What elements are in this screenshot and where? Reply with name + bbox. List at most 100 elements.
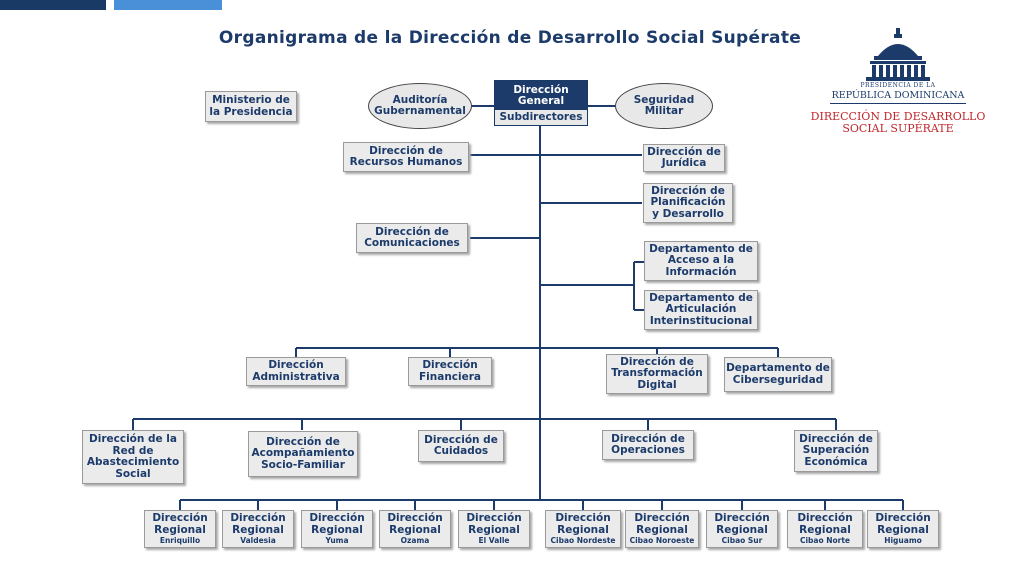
box-line: Dirección de la [89,433,177,445]
box-line: Dirección de [375,225,449,238]
regional-name: Cibao Nordeste [550,536,616,545]
regional-label-line: Regional [311,523,363,536]
box-line: Dirección de [266,435,340,448]
regional-label-line: Dirección [230,512,286,524]
subdirectores-label: Subdirectores [495,110,587,125]
regional-label-line: Regional [232,523,284,536]
logo-superate: SOCIAL SUPÉRATE [842,122,954,135]
regional-label-line: Dirección [466,512,522,524]
box-line: Jurídica [661,157,707,169]
box-line: Digital [637,378,677,391]
box-line: Económica [804,455,868,468]
regional-name: Valdesia [240,536,276,545]
box-line: Departamento de [649,291,753,304]
page-title: Organigrama de la Dirección de Desarroll… [218,28,802,48]
logo-direccion: DIRECCIÓN DE DESARROLLO [810,110,986,123]
box-line: Social [115,467,151,480]
box-line: Departamento de [726,362,830,374]
box-line: Dirección [422,359,478,371]
regional-label-line: Regional [799,523,851,536]
box-line: Socio-Familiar [261,458,345,471]
regional-label-line: Dirección [714,512,770,524]
regional-name: Ozama [400,536,430,545]
box-line: Dirección de [620,355,694,368]
box-line: Departamento de [649,242,753,255]
box-line: Abastecimiento [86,456,180,468]
regional-name: Cibao Norte [799,536,851,545]
box-line: Acceso a la [667,254,735,267]
box-line: Dirección de [424,433,498,446]
regional-label-line: Dirección [387,512,443,524]
logo-presidencia: PRESIDENCIA DE LA [860,82,936,89]
box-line: Ministerio de [212,94,290,106]
regional-name: Cibao Noroeste [629,536,695,545]
regional-name: Enriquillo [159,536,201,545]
box-line: Dirección de [611,432,685,445]
box-line: Información [665,265,737,278]
regional-label-line: Dirección [634,512,690,524]
box-line: Operaciones [611,444,685,456]
regional-label-line: Dirección [797,512,853,524]
top-accent-bar-light [114,0,222,10]
box-line: Dirección de [799,432,873,445]
box-line: Recursos Humanos [349,156,463,168]
dome-emblem-icon [866,28,930,81]
box-line: Dirección de [369,144,443,157]
box-line: Dirección de [647,145,721,158]
regional-name: Higuamo [884,536,922,545]
logo-divider [830,103,966,104]
box-line: Comunicaciones [364,237,460,249]
box-line: Planificación [650,196,726,209]
box-line: Dirección de [651,184,725,197]
regional-label-line: Regional [468,523,520,536]
box-line: Interinstitucional [649,314,753,327]
box-line: Articulación [665,303,737,316]
box-line: Acompañamiento [251,447,355,460]
box-line: Superación [802,444,870,457]
box-line: Ciberseguridad [732,373,824,386]
regional-label-line: Dirección [309,512,365,524]
regional-label-line: Dirección [152,512,208,524]
regional-label-line: Regional [154,523,206,536]
regional-label-line: Regional [389,523,441,536]
box-line: Financiera [418,370,481,383]
box-line: y Desarrollo [652,207,724,220]
regional-label-line: Regional [716,523,768,536]
box-line: Administrativa [252,370,340,383]
box-line: Transformación [611,367,703,380]
regional-name: Cibao Sur [721,536,763,545]
regional-label-line: Regional [557,523,609,536]
box-line: Dirección [268,359,324,371]
regional-label-line: Regional [636,523,688,536]
regional-label-line: Dirección [875,512,931,524]
box-line: Red de [112,444,154,457]
logo: PRESIDENCIA DE LA REPÚBLICA DOMINICANA D… [808,28,988,138]
box-line: la Presidencia [209,105,293,118]
